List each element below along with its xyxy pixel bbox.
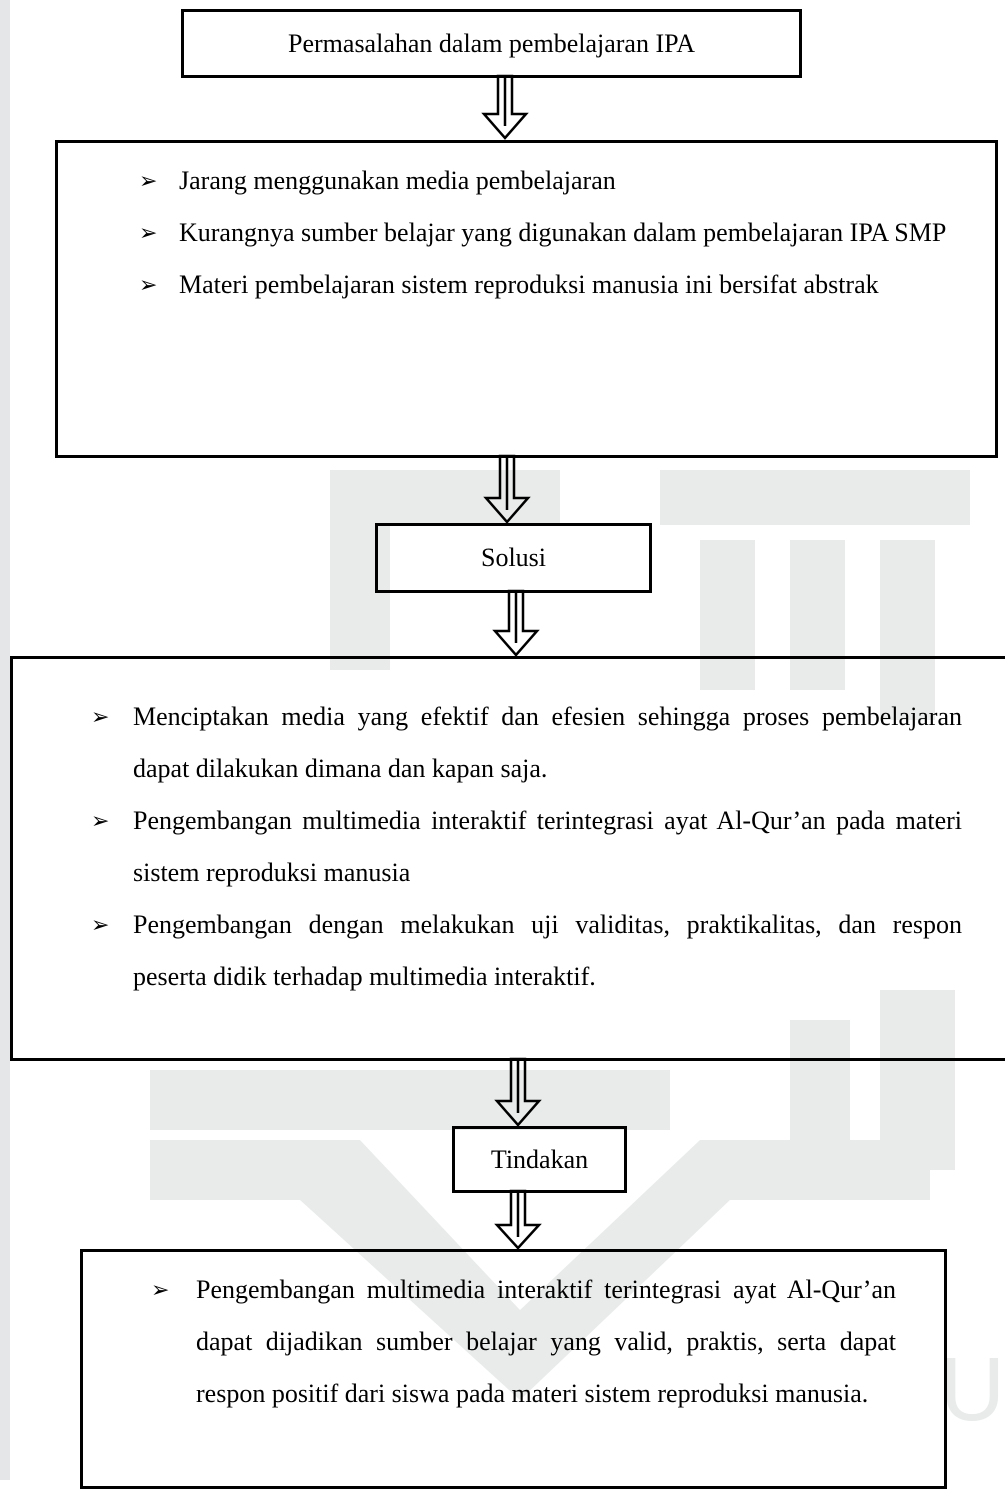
actions-box: ➢Pengembangan multimedia interaktif teri… [80, 1249, 947, 1489]
bullet-arrow-icon: ➢ [91, 808, 110, 833]
arrow-down-icon [494, 1057, 542, 1127]
svg-text:U: U [940, 1340, 1005, 1440]
action-title: Tindakan [490, 1144, 589, 1174]
bullet-arrow-icon: ➢ [139, 168, 158, 193]
arrow-down-icon [481, 74, 529, 140]
list-item: ➢Pengembangan multimedia interaktif teri… [151, 1264, 896, 1420]
problem-title: Permasalahan dalam pembelajaran IPA [288, 28, 695, 58]
list-item: ➢Jarang menggunakan media pembelajaran [139, 155, 973, 207]
list-item: ➢Pengembangan dengan melakukan uji valid… [91, 899, 962, 1003]
bullet-arrow-icon: ➢ [139, 220, 158, 245]
list-item: ➢Materi pembelajaran sistem reproduksi m… [139, 259, 973, 311]
bullet-arrow-icon: ➢ [91, 704, 110, 729]
bullet-arrow-icon: ➢ [139, 272, 158, 297]
arrow-down-icon [483, 454, 531, 524]
actions-list: ➢Pengembangan multimedia interaktif teri… [151, 1264, 896, 1420]
bullet-arrow-icon: ➢ [151, 1277, 170, 1302]
problems-box: ➢Jarang menggunakan media pembelajaran ➢… [55, 140, 998, 458]
left-edge-strip [0, 0, 10, 1480]
solutions-list: ➢Menciptakan media yang efektif dan efes… [91, 691, 962, 1003]
solution-title: Solusi [480, 543, 547, 572]
bullet-arrow-icon: ➢ [91, 912, 110, 937]
solution-title-box: Solusi [375, 523, 652, 593]
list-item: ➢Menciptakan media yang efektif dan efes… [91, 691, 962, 795]
list-item: ➢Kurangnya sumber belajar yang digunakan… [139, 207, 973, 259]
solutions-box: ➢Menciptakan media yang efektif dan efes… [10, 656, 1005, 1061]
action-title-box: Tindakan [452, 1126, 627, 1193]
list-item: ➢Pengembangan multimedia interaktif teri… [91, 795, 962, 899]
problem-title-box: Permasalahan dalam pembelajaran IPA [181, 9, 802, 78]
arrow-down-icon [494, 1189, 542, 1250]
arrow-down-icon [492, 589, 540, 657]
problems-list: ➢Jarang menggunakan media pembelajaran ➢… [139, 155, 973, 311]
